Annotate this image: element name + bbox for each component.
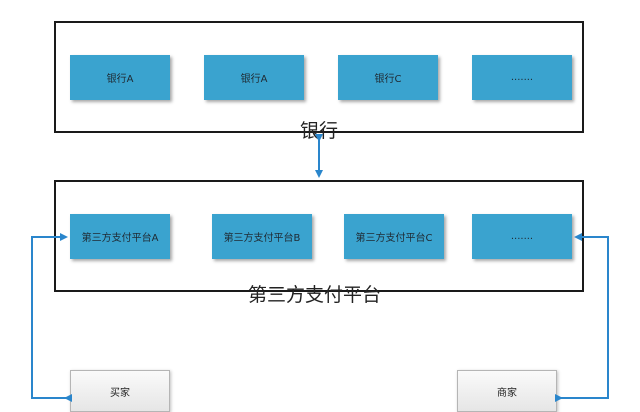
- bank-node-4: .......: [472, 55, 572, 100]
- bank-node-1: 银行A: [70, 55, 170, 100]
- platform-node-3: 第三方支付平台C: [344, 214, 444, 259]
- merchant-box: 商家: [457, 370, 557, 412]
- bank-node-3: 银行C: [338, 55, 438, 100]
- bank-node-2: 银行A: [204, 55, 304, 100]
- platform-node-2: 第三方支付平台B: [212, 214, 312, 259]
- buyer-box: 买家: [70, 370, 170, 412]
- platform-node-4: .......: [472, 214, 572, 259]
- bank-group-label: 银行: [300, 120, 339, 142]
- platform-group-label: 第三方支付平台: [248, 284, 382, 306]
- platform-node-1: 第三方支付平台A: [70, 214, 170, 259]
